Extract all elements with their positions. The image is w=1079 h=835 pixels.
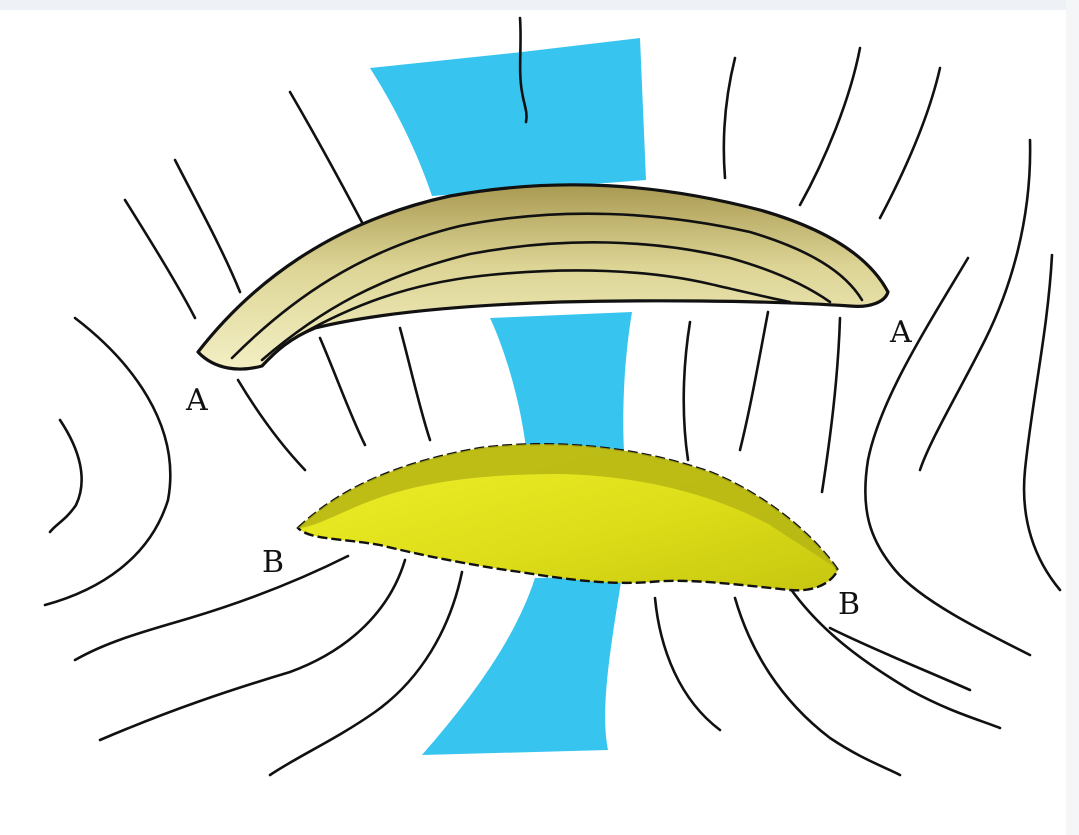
flow-line — [320, 338, 365, 445]
flow-line — [175, 160, 240, 292]
flow-line — [724, 58, 735, 178]
lens-b — [298, 444, 838, 590]
label-b-left: B — [262, 545, 284, 580]
water-column-lower — [422, 576, 622, 755]
flow-line — [400, 328, 430, 440]
flow-line — [740, 312, 768, 450]
top-frame-band — [0, 0, 1079, 10]
label-b-right: B — [838, 587, 860, 622]
flow-line — [684, 322, 690, 460]
flow-line — [830, 628, 970, 690]
flow-line — [655, 598, 720, 730]
flow-line — [45, 318, 170, 605]
right-frame-band — [1066, 0, 1079, 835]
flow-line — [920, 140, 1030, 470]
flow-line — [800, 48, 860, 205]
label-a-right: A — [889, 315, 912, 350]
flow-line — [100, 560, 405, 740]
flow-line — [238, 380, 305, 470]
water-column-upper — [370, 38, 646, 196]
flow-line — [50, 420, 82, 532]
flow-line — [822, 318, 840, 492]
flow-line — [1024, 255, 1060, 590]
flow-line — [290, 92, 365, 228]
flow-line — [125, 200, 195, 318]
flow-line — [880, 68, 940, 218]
label-a-left: A — [185, 383, 208, 418]
water-column-middle — [490, 312, 632, 452]
flow-line — [735, 598, 900, 775]
